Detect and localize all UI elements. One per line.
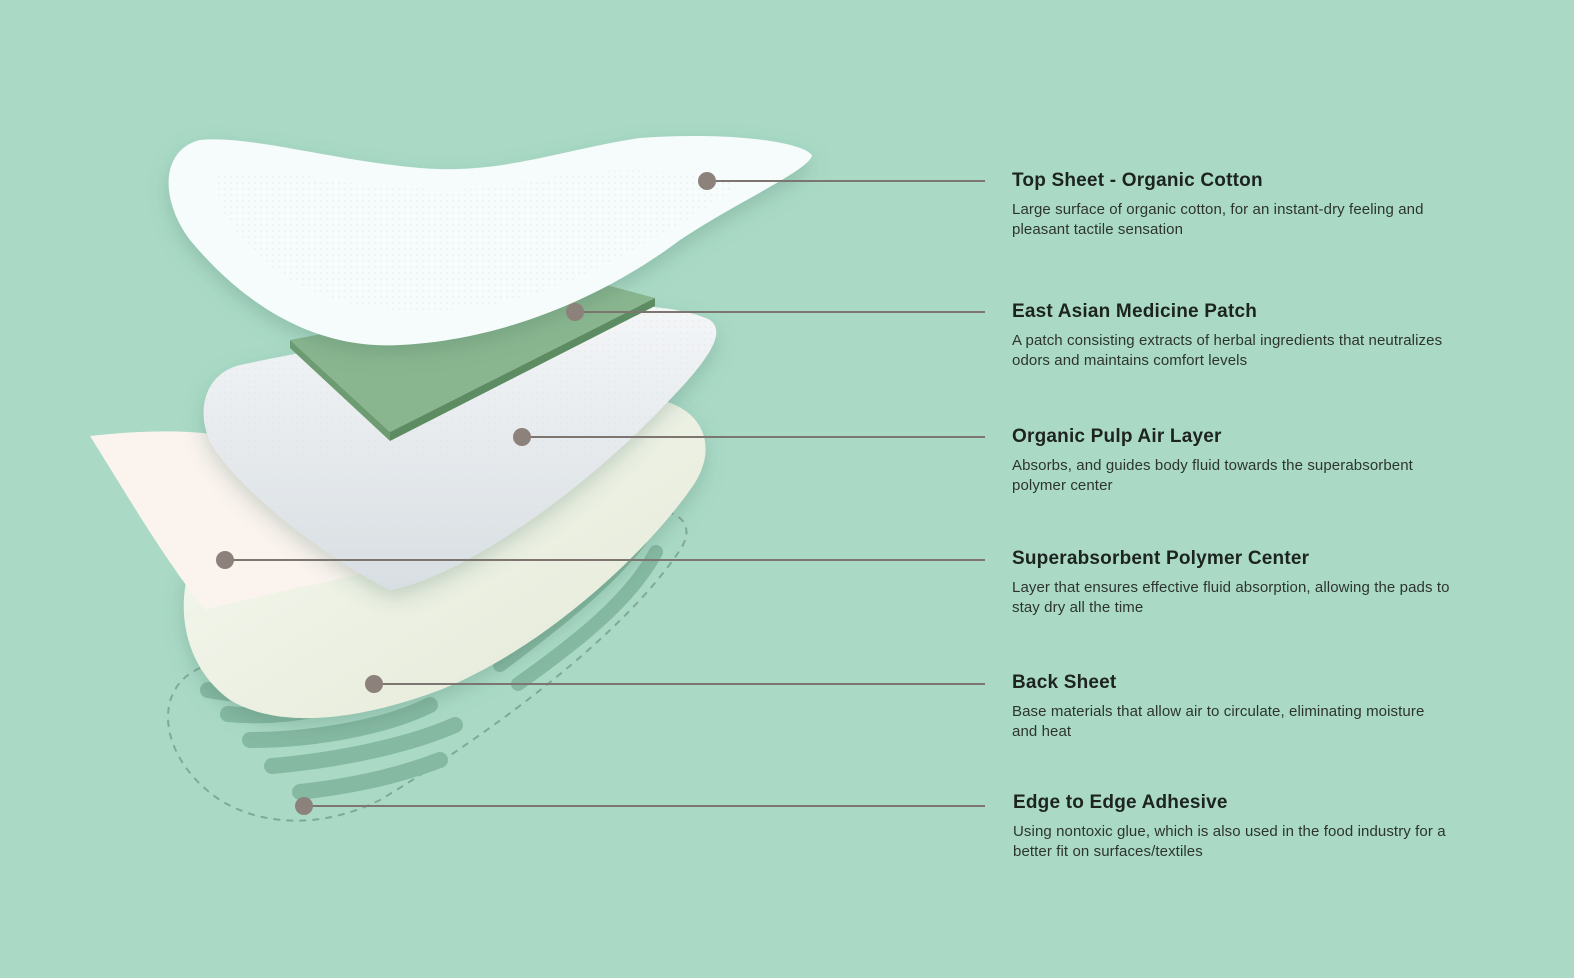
leader-lines xyxy=(225,180,985,807)
label-top-sheet: Top Sheet - Organic Cotton Large surface… xyxy=(1012,170,1452,240)
layer-description: A patch consisting extracts of herbal in… xyxy=(1012,332,1443,369)
layer-title: Superabsorbent Polymer Center xyxy=(1012,548,1310,569)
label-back-sheet: Back Sheet Base materials that allow air… xyxy=(1012,672,1452,742)
dot-back-sheet xyxy=(365,675,383,693)
layer-title: East Asian Medicine Patch xyxy=(1012,301,1258,322)
medicine-patch-layer xyxy=(290,282,655,441)
layer-title: Top Sheet - Organic Cotton xyxy=(1012,170,1263,191)
layer-title: Organic Pulp Air Layer xyxy=(1012,426,1222,447)
layer-description: Using nontoxic glue, which is also used … xyxy=(1013,823,1446,860)
adhesive-strip xyxy=(292,752,448,800)
dot-top-sheet xyxy=(698,172,716,190)
layer-title: Edge to Edge Adhesive xyxy=(1013,792,1228,813)
layer-description: Base materials that allow air to circula… xyxy=(1012,703,1425,740)
label-medicine-patch: East Asian Medicine Patch A patch consis… xyxy=(1012,301,1452,371)
top-sheet-texture xyxy=(215,170,740,312)
leader-dots xyxy=(216,172,716,815)
layer-description: Large surface of organic cotton, for an … xyxy=(1012,201,1424,238)
dot-polymer xyxy=(216,551,234,569)
label-adhesive: Edge to Edge Adhesive Using nontoxic glu… xyxy=(1013,792,1453,862)
dot-adhesive xyxy=(295,797,313,815)
polymer-sheet-layer xyxy=(90,431,380,610)
adhesive-strip xyxy=(511,545,663,691)
label-polymer: Superabsorbent Polymer Center Layer that… xyxy=(1012,548,1452,618)
dot-medicine-patch xyxy=(566,303,584,321)
layer-description: Absorbs, and guides body fluid towards t… xyxy=(1012,457,1413,494)
adhesive-strip xyxy=(242,697,438,748)
adhesive-outline xyxy=(167,509,688,822)
adhesive-strip xyxy=(264,717,463,774)
layer-description: Layer that ensures effective fluid absor… xyxy=(1012,579,1450,616)
label-pulp-layer: Organic Pulp Air Layer Absorbs, and guid… xyxy=(1012,426,1452,496)
dot-pulp-layer xyxy=(513,428,531,446)
layer-title: Back Sheet xyxy=(1012,672,1117,693)
